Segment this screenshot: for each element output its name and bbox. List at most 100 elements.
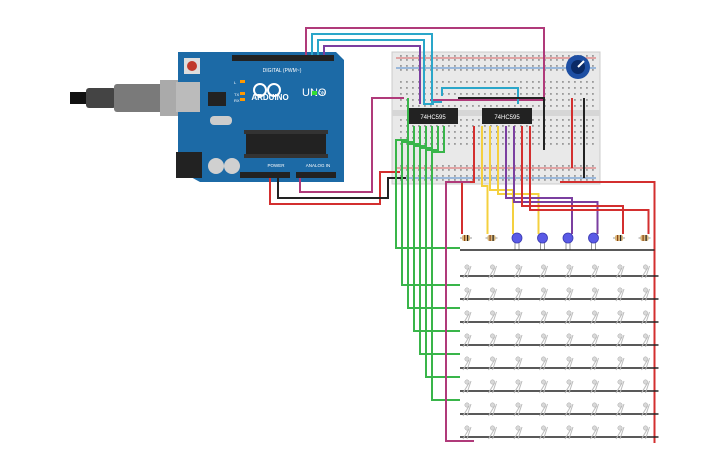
analog-header-pins	[296, 172, 336, 178]
led-lead	[513, 290, 521, 302]
breadboard-hole	[472, 69, 474, 71]
matrix-led	[462, 310, 472, 325]
breadboard-hole	[568, 93, 570, 95]
blue-led	[588, 232, 599, 250]
breadboard-hole	[442, 55, 444, 57]
matrix-led	[641, 402, 650, 417]
breadboard-hole	[472, 119, 474, 121]
led-dome	[592, 287, 597, 293]
resistor-band	[645, 235, 647, 241]
led-lead	[568, 403, 574, 417]
blue-led	[511, 232, 523, 250]
breadboard-hole	[490, 55, 492, 57]
matrix-led	[462, 402, 472, 417]
breadboard-hole	[532, 169, 534, 171]
breadboard-hole	[460, 105, 462, 107]
led-lead	[492, 311, 497, 325]
led-dome	[566, 310, 572, 316]
breadboard-hole	[430, 169, 432, 171]
led-dome	[490, 310, 495, 316]
led-lead	[543, 426, 548, 440]
breadboard-hole	[406, 143, 408, 145]
breadboard-hole	[520, 169, 522, 171]
breadboard-hole	[592, 69, 594, 71]
breadboard-hole	[478, 165, 480, 167]
breadboard-hole	[550, 143, 552, 145]
breadboard-hole	[478, 55, 480, 57]
analog-header-label: ANALOG IN	[306, 163, 331, 168]
led-lead	[466, 357, 472, 371]
matrix-led	[564, 264, 574, 279]
breadboard-hole	[592, 119, 594, 121]
breadboard-hole	[400, 81, 402, 83]
breadboard-hole	[448, 59, 450, 61]
breadboard-hole	[442, 169, 444, 171]
led-lead	[594, 265, 599, 279]
l-led-label: L	[234, 80, 237, 85]
breadboard-hole	[502, 69, 504, 71]
breadboard-hole	[592, 93, 594, 95]
breadboard-hole	[472, 55, 474, 57]
breadboard-hole	[436, 81, 438, 83]
breadboard-hole	[532, 55, 534, 57]
led-lead	[645, 403, 650, 417]
matrix-led	[513, 310, 523, 325]
breadboard-hole	[568, 165, 570, 167]
breadboard-hole	[436, 169, 438, 171]
led-lead	[590, 428, 597, 440]
resistor-body	[487, 235, 496, 241]
led-dome	[490, 425, 495, 431]
breadboard-hole	[526, 87, 528, 89]
led-dome	[566, 356, 572, 362]
led-lead	[517, 403, 523, 417]
matrix-led	[462, 287, 472, 302]
breadboard-hole	[568, 179, 570, 181]
breadboard-hole	[568, 119, 570, 121]
breadboard-hole	[478, 169, 480, 171]
breadboard-hole	[460, 69, 462, 71]
led-dome	[617, 310, 623, 316]
usb-jack	[176, 82, 200, 112]
breadboard-hole	[508, 65, 510, 67]
led-body	[588, 232, 599, 244]
led-lead	[568, 334, 574, 348]
breadboard-hole	[478, 179, 480, 181]
led-lead	[564, 405, 572, 417]
led-lead	[539, 313, 546, 325]
breadboard-hole	[418, 65, 420, 67]
potentiometer[interactable]	[566, 55, 590, 79]
breadboard-hole	[472, 65, 474, 67]
led-lead	[466, 380, 472, 394]
breadboard-hole	[418, 59, 420, 61]
breadboard-hole	[466, 125, 468, 127]
breadboard-hole	[400, 131, 402, 133]
breadboard-hole	[538, 105, 540, 107]
breadboard-hole	[544, 169, 546, 171]
breadboard-hole	[550, 119, 552, 121]
breadboard-hole	[484, 143, 486, 145]
breadboard-hole	[562, 165, 564, 167]
breadboard-hole	[532, 69, 534, 71]
chip-socket-top	[244, 130, 328, 134]
led-dome	[541, 402, 546, 408]
breadboard-hole	[592, 55, 594, 57]
breadboard-hole	[466, 105, 468, 107]
led-dome	[643, 264, 648, 270]
breadboard-hole	[484, 65, 486, 67]
led-lead	[492, 403, 497, 417]
breadboard-hole	[580, 87, 582, 89]
breadboard-hole	[478, 93, 480, 95]
led-lead	[488, 336, 495, 348]
breadboard-hole	[400, 87, 402, 89]
led-lead	[641, 336, 648, 348]
led-dome	[643, 287, 648, 293]
arduino-infinity-logo-icon	[253, 83, 281, 97]
breadboard-hole	[562, 65, 564, 67]
breadboard-hole	[454, 179, 456, 181]
breadboard-hole	[550, 81, 552, 83]
led-lead	[590, 336, 597, 348]
breadboard-hole	[526, 55, 528, 57]
led-dome	[464, 356, 470, 362]
breadboard-hole	[592, 137, 594, 139]
